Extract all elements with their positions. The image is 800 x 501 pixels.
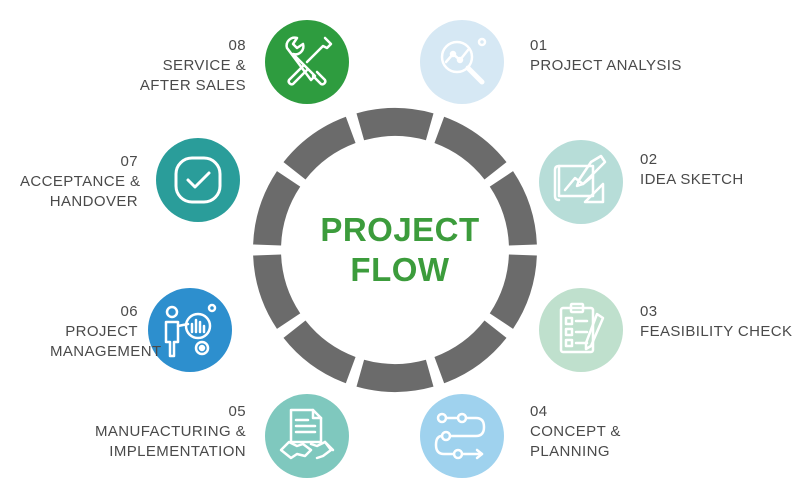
step-04-label: 04 CONCEPT & PLANNING xyxy=(530,402,621,462)
step-08-number: 08 xyxy=(228,37,246,54)
ring-segment xyxy=(489,254,537,329)
step-07-circle xyxy=(156,138,240,222)
step-05-number: 05 xyxy=(228,403,246,420)
ring-segment xyxy=(434,116,507,180)
step-02-label: 02 IDEA SKETCH xyxy=(640,150,744,190)
step-05-title-line2: IMPLEMENTATION xyxy=(109,443,246,460)
ring-segment xyxy=(489,171,537,246)
center-title-line2: FLOW xyxy=(350,251,450,288)
step-02-title: IDEA SKETCH xyxy=(640,171,744,188)
step-06-label: 06 PROJECT MANAGEMENT xyxy=(50,302,162,362)
step-06-title-line2: MANAGEMENT xyxy=(50,343,162,360)
ring-segment xyxy=(356,359,434,392)
step-05-circle xyxy=(265,394,349,478)
clipboard-checklist-icon xyxy=(559,302,605,354)
step-05-title-line1: MANUFACTURING & xyxy=(94,423,246,440)
manager-gears-icon xyxy=(164,303,217,358)
step-02-circle xyxy=(539,140,623,224)
ring-segment xyxy=(283,116,356,180)
step-07-number: 07 xyxy=(120,153,138,170)
document-handshake-icon xyxy=(279,408,335,460)
step-07-label: 07 ACCEPTANCE & HANDOVER xyxy=(20,152,141,212)
ring-segment xyxy=(356,108,434,141)
step-07-title-line1: ACCEPTANCE & xyxy=(20,173,141,190)
step-04-number: 04 xyxy=(530,403,548,420)
step-06-circle xyxy=(148,288,232,372)
step-05-label: 05 MANUFACTURING & IMPLEMENTATION xyxy=(70,402,246,462)
step-03-number: 03 xyxy=(640,303,658,320)
ring-segment xyxy=(283,320,356,384)
step-01-circle xyxy=(420,20,504,104)
step-01-title: PROJECT ANALYSIS xyxy=(530,57,682,74)
ring-segment xyxy=(434,320,507,384)
step-03-circle xyxy=(539,288,623,372)
checkmark-circle-icon xyxy=(174,156,222,204)
step-03-label: 03 FEASIBILITY CHECK xyxy=(640,302,792,342)
wrench-screwdriver-icon xyxy=(285,36,333,86)
step-04-title-line1: CONCEPT & xyxy=(530,423,621,440)
step-08-title-line1: SERVICE & xyxy=(162,57,246,74)
step-08-circle xyxy=(265,20,349,104)
ring-segment xyxy=(253,254,301,329)
step-03-title: FEASIBILITY CHECK xyxy=(640,323,793,340)
step-08-label: 08 SERVICE & AFTER SALES xyxy=(130,36,246,96)
step-04-title-line2: PLANNING xyxy=(530,443,610,460)
step-02-number: 02 xyxy=(640,151,658,168)
center-title-line1: PROJECT xyxy=(320,211,480,248)
blueprint-pencil-icon xyxy=(553,154,607,204)
step-07-title-line2: HANDOVER xyxy=(49,193,138,210)
step-06-number: 06 xyxy=(120,303,138,320)
step-06-title-line1: PROJECT xyxy=(65,323,138,340)
flow-path-icon xyxy=(434,412,486,460)
center-title: PROJECT FLOW xyxy=(300,210,500,290)
step-01-label: 01 PROJECT ANALYSIS xyxy=(530,36,682,76)
step-01-number: 01 xyxy=(530,37,548,54)
step-04-circle xyxy=(420,394,504,478)
step-08-title-line2: AFTER SALES xyxy=(139,77,246,94)
ring-segment xyxy=(253,171,301,246)
magnifier-chart-icon xyxy=(440,37,487,85)
